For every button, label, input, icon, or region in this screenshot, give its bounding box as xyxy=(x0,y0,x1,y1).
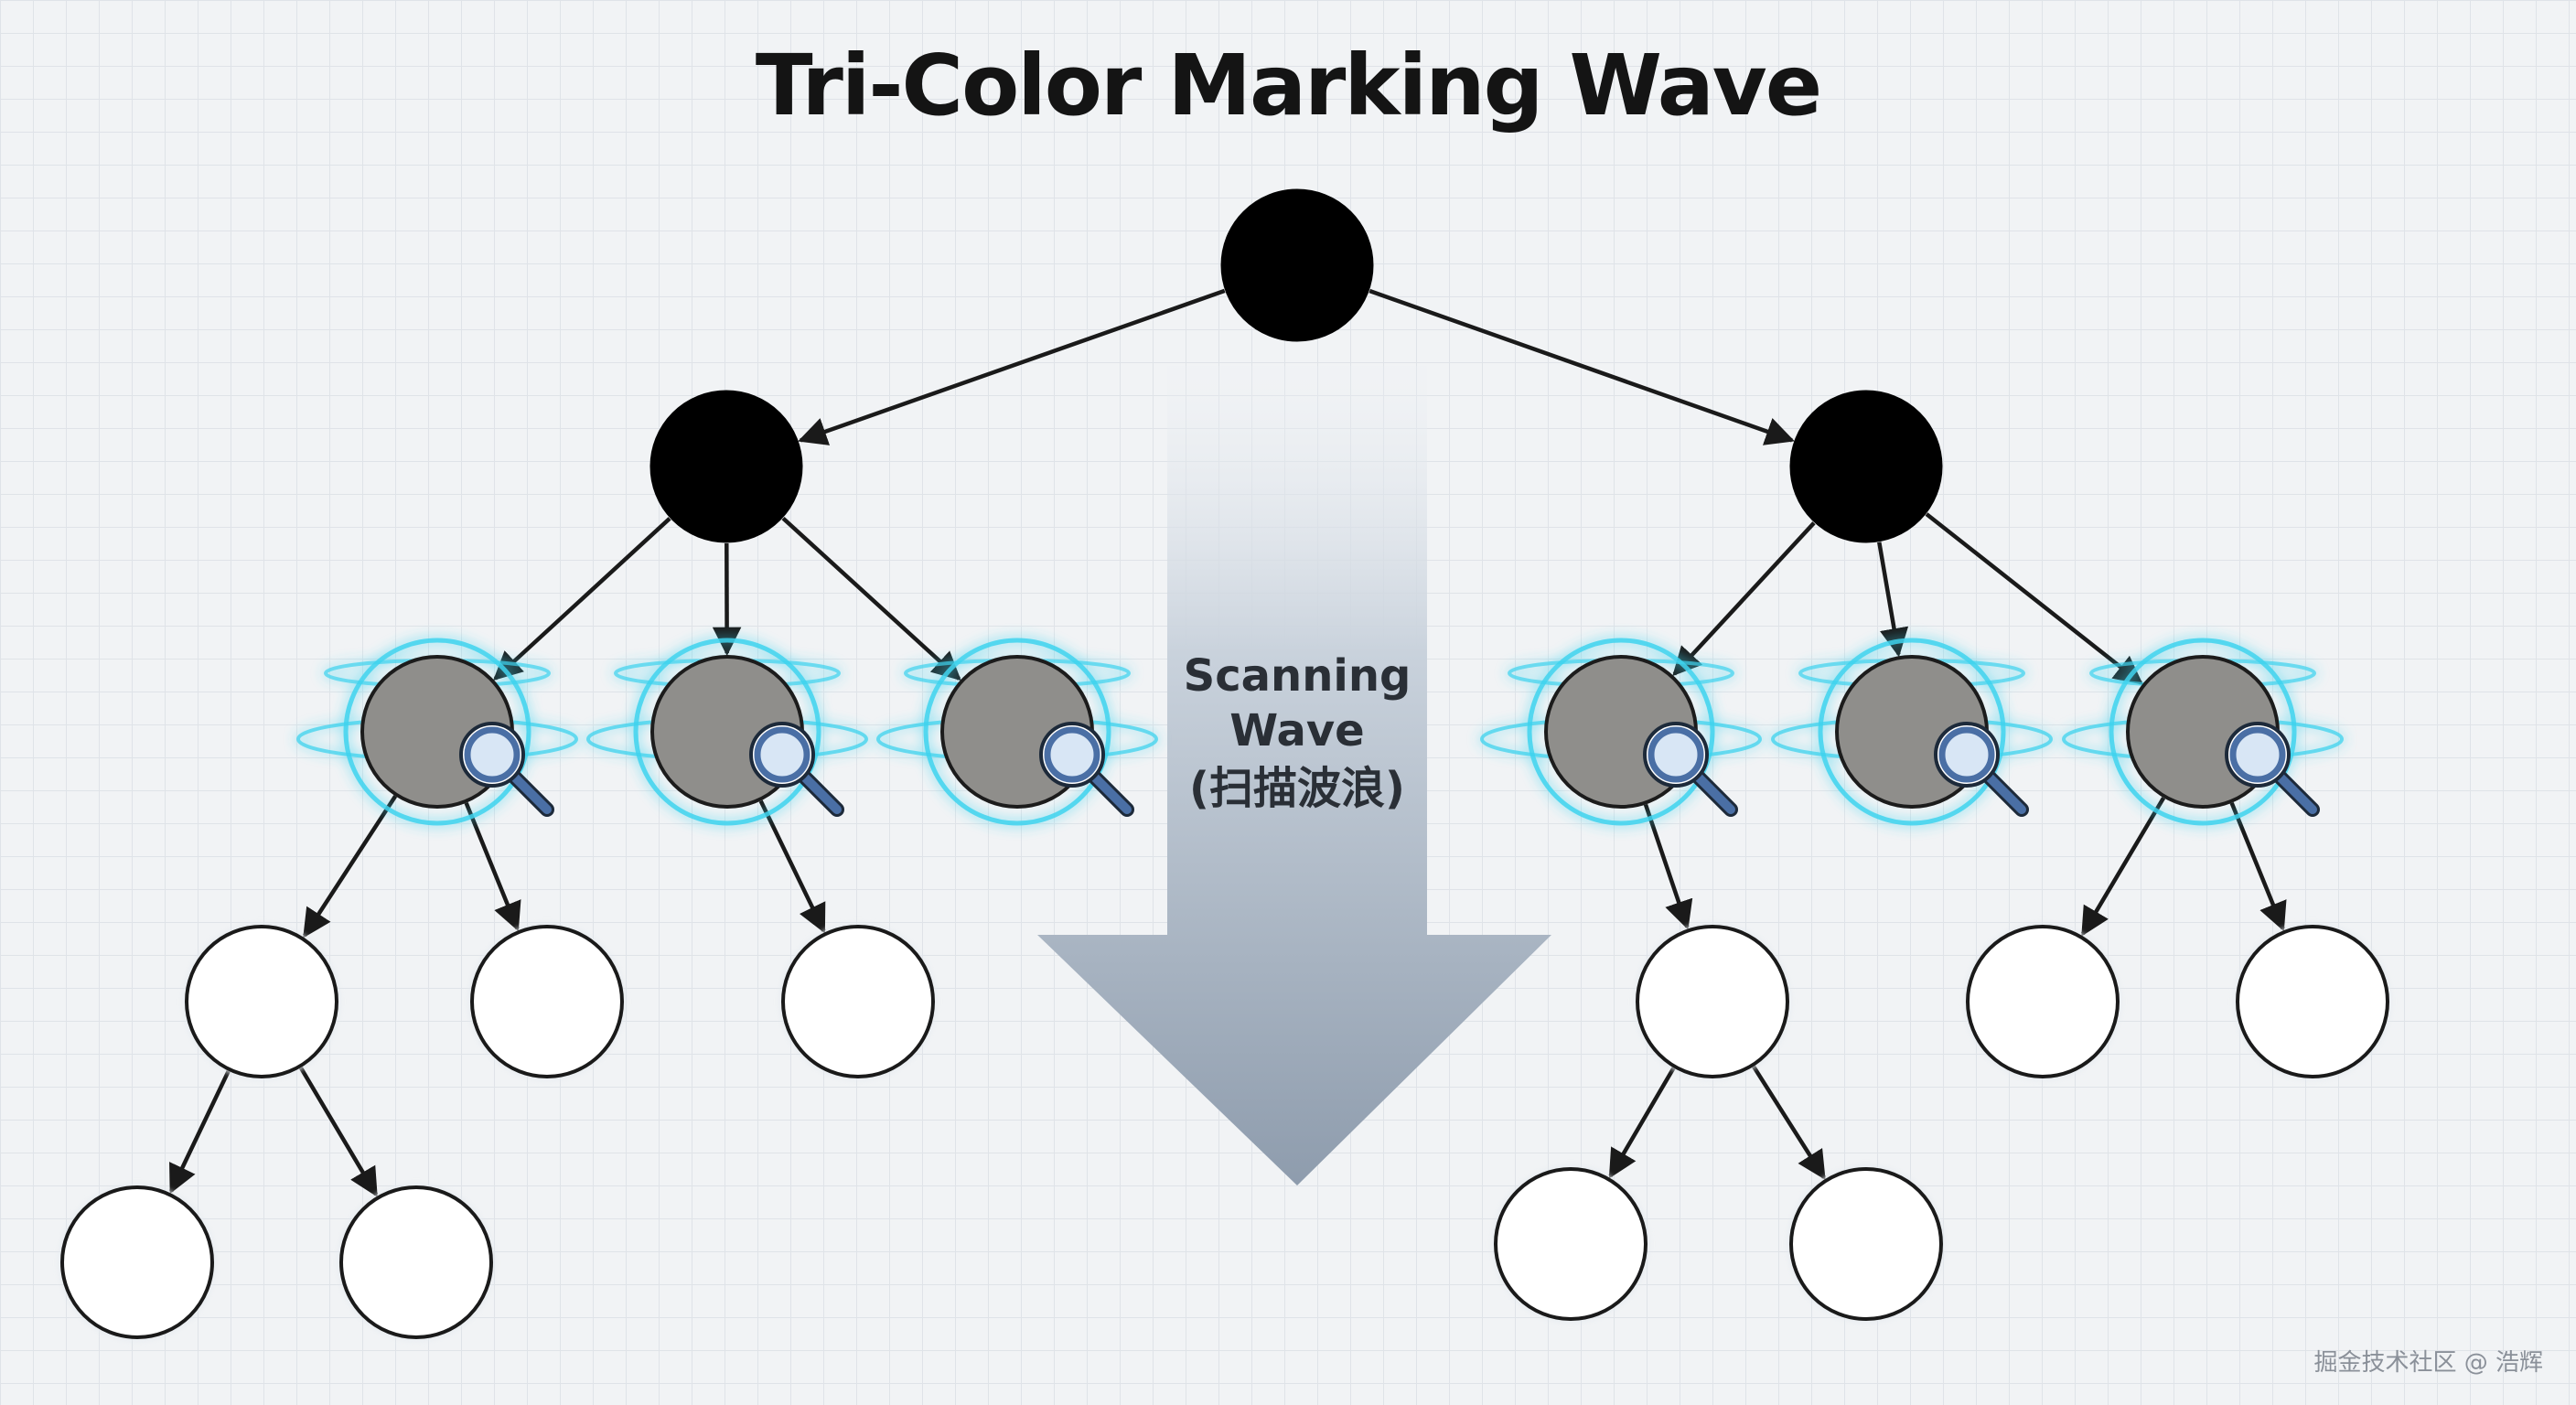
edge-arrow-w4-w9 xyxy=(1608,1067,1676,1179)
white-node-w9 xyxy=(1492,1165,1649,1323)
gray-node-g1 xyxy=(296,638,578,826)
magnifier-icon xyxy=(1643,722,1738,817)
edge-arrow-root-b2 xyxy=(1368,288,1795,445)
gray-node-g2 xyxy=(586,638,868,826)
white-node-w4 xyxy=(1634,923,1791,1080)
edge-arrow-b2-g5 xyxy=(1877,542,1909,658)
edge-arrow-b2-g6 xyxy=(1925,512,2143,685)
white-node-w6 xyxy=(2234,923,2391,1080)
edge-arrow-g1-w1 xyxy=(303,795,398,938)
edge-arrow-g4-w4 xyxy=(1643,803,1693,930)
magnifier-icon xyxy=(459,722,554,817)
white-node-w8 xyxy=(338,1184,495,1341)
edge-arrow-g2-w3 xyxy=(758,799,826,934)
edge-arrow-root-b1 xyxy=(798,288,1226,445)
black-node-b1 xyxy=(649,390,803,543)
gray-node-g4 xyxy=(1480,638,1762,826)
tree-edges xyxy=(169,288,2287,1197)
white-node-w1 xyxy=(183,923,340,1080)
gray-node-g6 xyxy=(2062,638,2344,826)
watermark: 掘金技术社区 @ 浩辉 xyxy=(2313,1349,2543,1377)
scanning-wave-arrow: Scanning Wave (扫描波浪) xyxy=(1037,366,1551,1185)
gray-node-g5 xyxy=(1771,638,2053,826)
edge-arrow-w1-w8 xyxy=(298,1067,379,1197)
diagram-title: Tri-Color Marking Wave xyxy=(755,37,1822,134)
edge-arrow-g6-w5 xyxy=(2080,797,2166,937)
edge-arrow-b1-g3 xyxy=(781,516,961,681)
magnifier-icon xyxy=(1039,722,1134,817)
edge-arrow-g1-w2 xyxy=(464,801,521,932)
white-node-w2 xyxy=(468,923,626,1080)
tree-nodes xyxy=(59,188,2391,1341)
wave-label-line1: Scanning xyxy=(1184,650,1411,702)
gray-node-g3 xyxy=(876,638,1158,826)
white-node-w3 xyxy=(779,923,937,1080)
white-node-w10 xyxy=(1787,1165,1945,1323)
edge-arrow-g6-w6 xyxy=(2229,801,2287,932)
wave-label-line2: Wave xyxy=(1229,705,1364,756)
edge-arrow-w4-w10 xyxy=(1752,1065,1826,1181)
black-node-b2 xyxy=(1789,390,1943,543)
edge-arrow-w1-w7 xyxy=(169,1069,231,1195)
magnifier-icon xyxy=(749,722,844,817)
edge-arrow-b2-g4 xyxy=(1672,521,1816,677)
white-node-w7 xyxy=(59,1184,216,1341)
magnifier-icon xyxy=(1934,722,2029,817)
magnifier-icon xyxy=(2225,722,2320,817)
wave-label-line3: (扫描波浪) xyxy=(1189,763,1405,814)
white-node-w5 xyxy=(1964,923,2121,1080)
edge-arrow-b1-g1 xyxy=(493,517,671,681)
black-node-root xyxy=(1220,188,1374,342)
